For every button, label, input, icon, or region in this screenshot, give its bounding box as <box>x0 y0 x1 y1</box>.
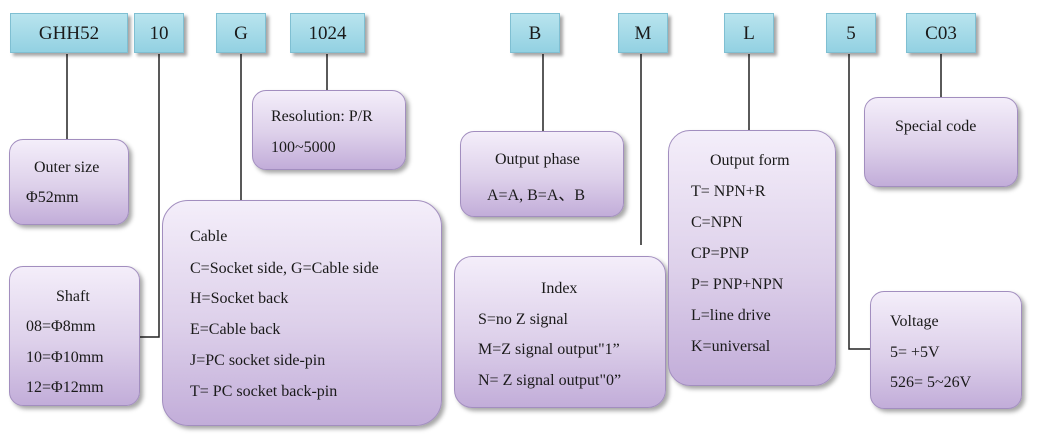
outer-size-value: Φ52mm <box>26 189 79 206</box>
cable-option-h: H=Socket back <box>190 290 289 307</box>
connector-shaft <box>140 54 160 338</box>
output-phase-title: Output phase <box>495 151 580 168</box>
code-m: M <box>618 13 668 53</box>
resolution-range: 100~5000 <box>271 139 336 156</box>
shaft-option-12: 12=Φ12mm <box>26 379 104 396</box>
output-form-option-cp: CP=PNP <box>691 245 749 262</box>
cable-title: Cable <box>190 228 228 245</box>
index-option-m: M=Z signal output"1” <box>478 341 620 358</box>
special-code-box: Special code <box>864 97 1018 187</box>
output-form-option-c: C=NPN <box>691 214 743 231</box>
code-10: 10 <box>134 13 184 53</box>
index-option-n: N= Z signal output"0” <box>478 372 622 389</box>
voltage-option-5: 5= +5V <box>890 344 940 361</box>
voltage-title: Voltage <box>890 313 939 330</box>
output-form-option-t: T= NPN+R <box>691 183 766 200</box>
outer-size-title: Outer size <box>34 159 100 176</box>
code-b: B <box>510 13 560 53</box>
cable-option-e: E=Cable back <box>190 321 281 338</box>
outer-size-box: Outer size Φ52mm <box>9 139 129 225</box>
output-form-box: Output form T= NPN+R C=NPN CP=PNP P= PNP… <box>668 130 836 386</box>
shaft-option-10: 10=Φ10mm <box>26 349 104 366</box>
output-phase-box: Output phase A=A, B=A、B <box>460 131 624 217</box>
shaft-title: Shaft <box>56 288 90 305</box>
shaft-box: Shaft 08=Φ8mm 10=Φ10mm 12=Φ12mm <box>9 266 140 406</box>
voltage-option-526: 526= 5~26V <box>890 374 972 391</box>
cable-option-j: J=PC socket side-pin <box>190 352 326 369</box>
connector-voltage <box>848 54 870 350</box>
code-c03: C03 <box>906 13 976 53</box>
index-option-s: S=no Z signal <box>478 311 568 328</box>
index-box: Index S=no Z signal M=Z signal output"1”… <box>454 256 666 408</box>
index-title: Index <box>541 280 578 297</box>
resolution-box: Resolution: P/R 100~5000 <box>252 90 406 170</box>
resolution-title: Resolution: P/R <box>271 108 373 125</box>
voltage-box: Voltage 5= +5V 526= 5~26V <box>870 291 1022 409</box>
code-ghh52: GHH52 <box>10 13 128 53</box>
cable-option-t: T= PC socket back-pin <box>190 383 338 400</box>
code-g: G <box>216 13 266 53</box>
output-form-title: Output form <box>710 152 790 169</box>
cable-option-c-g: C=Socket side, G=Cable side <box>190 260 379 277</box>
code-1024: 1024 <box>290 13 365 53</box>
output-form-option-p: P= PNP+NPN <box>691 276 784 293</box>
output-phase-value: A=A, B=A、B <box>487 187 586 204</box>
code-l: L <box>724 13 774 53</box>
special-code-title: Special code <box>895 118 977 135</box>
shaft-option-08: 08=Φ8mm <box>26 318 96 335</box>
output-form-option-k: K=universal <box>691 338 771 355</box>
output-form-option-l: L=line drive <box>691 307 771 324</box>
cable-box: Cable C=Socket side, G=Cable side H=Sock… <box>162 200 442 426</box>
code-5: 5 <box>826 13 876 53</box>
